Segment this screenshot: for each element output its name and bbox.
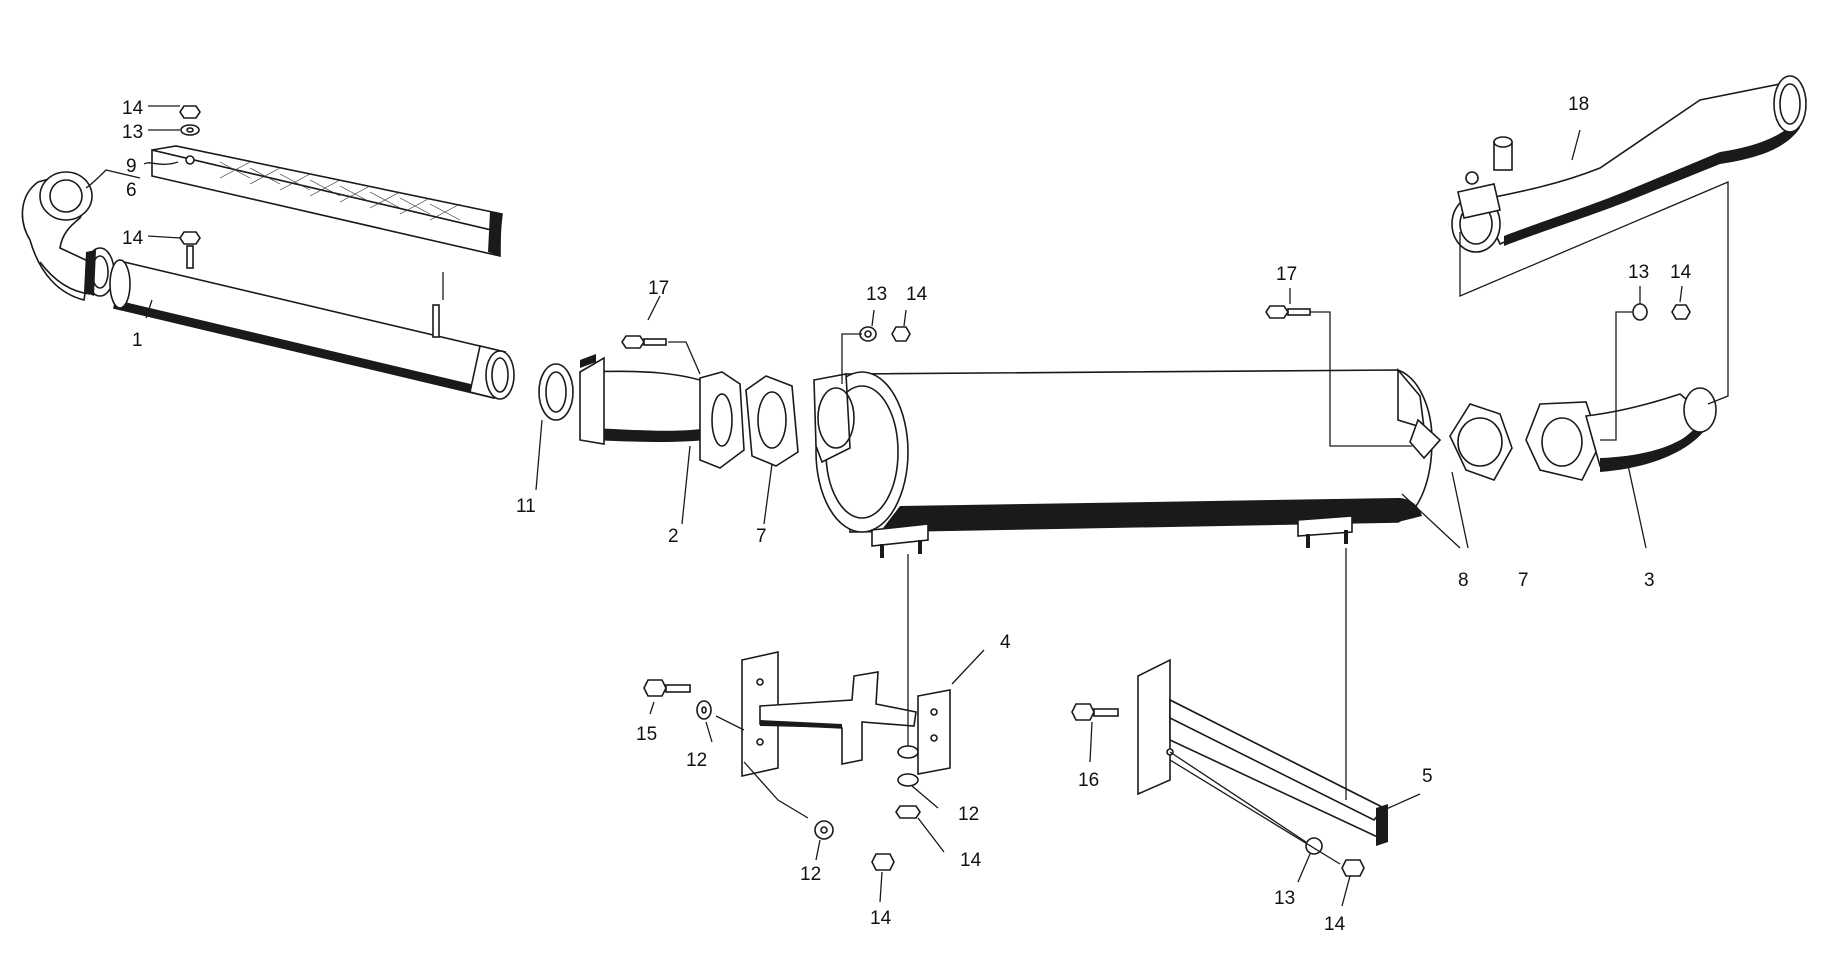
label-7-left: 7 — [756, 526, 767, 547]
bolt-17-left — [621, 335, 667, 349]
label-3: 3 — [1644, 570, 1655, 591]
label-13-mid: 13 — [866, 284, 887, 305]
gasket-7-right — [1449, 403, 1513, 481]
label-12-c: 12 — [800, 864, 821, 885]
bolt-17-right — [1265, 305, 1311, 319]
washer-13-right — [1632, 303, 1648, 321]
shield-hatch — [219, 161, 461, 221]
label-12-b: 12 — [958, 804, 979, 825]
bend-pipe-2 — [579, 354, 745, 469]
label-7-right: 7 — [1518, 570, 1529, 591]
label-14-b: 14 — [960, 850, 982, 871]
bracket-5 — [1137, 658, 1388, 846]
bolt-15 — [643, 679, 691, 697]
label-16: 16 — [1078, 770, 1099, 791]
label-1: 1 — [132, 330, 143, 351]
nut-14-bot — [1341, 859, 1365, 877]
label-13-right: 13 — [1628, 262, 1649, 283]
washer-12-c — [814, 820, 834, 840]
bolt-16 — [1071, 703, 1119, 721]
elbow-pipe-9 — [21, 171, 115, 301]
label-14-bot: 14 — [1324, 914, 1346, 935]
part-labels: 14 13 9 6 14 1 11 17 2 7 13 14 17 18 13 … — [122, 94, 1692, 935]
label-18: 18 — [1568, 94, 1589, 115]
tail-pipe-3 — [1525, 387, 1717, 481]
nut-14-mid — [891, 326, 911, 342]
label-14-top: 14 — [122, 98, 144, 119]
label-17-right: 17 — [1276, 264, 1297, 285]
label-5: 5 — [1422, 766, 1433, 787]
label-6: 6 — [126, 180, 137, 201]
label-14-stud: 14 — [122, 228, 144, 249]
label-12-a: 12 — [686, 750, 707, 771]
label-14-right: 14 — [1670, 262, 1692, 283]
ring-11 — [538, 363, 574, 421]
nut-14-b — [895, 805, 921, 819]
label-17-left: 17 — [648, 278, 669, 299]
gasket-7-left — [745, 375, 799, 467]
washer-13-top — [180, 124, 200, 136]
label-11: 11 — [516, 496, 536, 517]
label-14-c: 14 — [870, 908, 892, 929]
label-15: 15 — [636, 724, 657, 745]
nut-14-right — [1671, 304, 1691, 320]
heat-shield-6 — [151, 145, 503, 258]
washer-13-mid — [859, 326, 877, 342]
pipe-1 — [109, 259, 515, 400]
label-2: 2 — [668, 526, 679, 547]
label-8: 8 — [1458, 570, 1469, 591]
label-4: 4 — [1000, 632, 1011, 653]
washer-12-a — [696, 700, 712, 720]
label-9: 9 — [126, 156, 137, 177]
bracket-4 — [741, 651, 951, 777]
tail-extension-18 — [1451, 75, 1807, 253]
label-13-bot: 13 — [1274, 888, 1295, 909]
label-13-top: 13 — [122, 122, 143, 143]
label-14-mid: 14 — [906, 284, 928, 305]
nut-14-c — [871, 853, 895, 871]
washer-12-b — [897, 745, 919, 787]
muffler-8 — [813, 367, 1442, 558]
nut-14-stud — [179, 231, 201, 269]
nut-14-top — [179, 105, 201, 119]
leader-lines — [85, 105, 1729, 907]
